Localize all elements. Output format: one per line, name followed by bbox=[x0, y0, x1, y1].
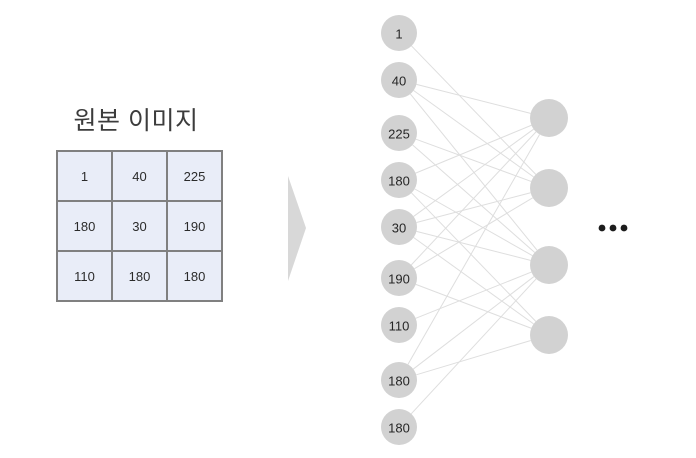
input-nodes-group: 1 40 225 180 30 190 110 180 180 bbox=[381, 15, 417, 445]
network-edge bbox=[410, 131, 537, 266]
pixel-cell: 30 bbox=[111, 200, 168, 252]
input-node-circle[interactable] bbox=[381, 362, 417, 398]
pixel-cell: 190 bbox=[166, 200, 223, 252]
network-edge bbox=[415, 138, 532, 182]
original-image-panel: 원본 이미지 1 40 225 180 30 190 110 180 180 bbox=[56, 104, 223, 302]
input-node-4[interactable]: 30 bbox=[381, 209, 417, 245]
network-edge bbox=[416, 230, 531, 261]
pixel-cell: 225 bbox=[166, 150, 223, 202]
pixel-cell: 180 bbox=[111, 250, 168, 302]
network-edge bbox=[416, 192, 531, 223]
pixel-cell: 110 bbox=[56, 250, 113, 302]
input-node-circle[interactable] bbox=[381, 260, 417, 296]
input-node-8[interactable]: 180 bbox=[381, 409, 417, 445]
pixel-cell: 180 bbox=[56, 200, 113, 252]
table-row: 1 40 225 bbox=[56, 150, 223, 202]
input-node-label: 40 bbox=[392, 74, 406, 89]
network-edge bbox=[411, 45, 537, 175]
input-node-circle[interactable] bbox=[381, 15, 417, 51]
hidden-node-0[interactable] bbox=[530, 99, 568, 137]
pixel-cell: 40 bbox=[111, 150, 168, 202]
input-node-0[interactable]: 1 bbox=[381, 15, 417, 51]
pixel-cell: 1 bbox=[56, 150, 113, 202]
hidden-node-3[interactable] bbox=[530, 316, 568, 354]
input-node-label: 180 bbox=[388, 374, 410, 389]
input-node-3[interactable]: 180 bbox=[381, 162, 417, 198]
input-node-5[interactable]: 190 bbox=[381, 260, 417, 296]
hidden-nodes-group bbox=[530, 99, 568, 354]
network-edge bbox=[413, 128, 534, 217]
edges-group bbox=[407, 45, 540, 415]
pixel-cell: 180 bbox=[166, 250, 223, 302]
hidden-node-circle[interactable] bbox=[530, 99, 568, 137]
input-node-label: 190 bbox=[388, 272, 410, 287]
input-node-6[interactable]: 110 bbox=[381, 307, 417, 343]
input-node-label: 225 bbox=[388, 127, 410, 142]
hidden-node-2[interactable] bbox=[530, 246, 568, 284]
more-layers-ellipsis-icon bbox=[598, 224, 628, 232]
table-row: 110 180 180 bbox=[56, 250, 223, 302]
network-edge bbox=[411, 192, 537, 322]
network-edge bbox=[407, 134, 540, 365]
hidden-node-1[interactable] bbox=[530, 169, 568, 207]
input-node-7[interactable]: 180 bbox=[381, 362, 417, 398]
table-row: 180 30 190 bbox=[56, 200, 223, 252]
hidden-node-circle[interactable] bbox=[530, 169, 568, 207]
input-node-circle[interactable] bbox=[381, 409, 417, 445]
network-edge bbox=[412, 276, 535, 370]
network-edge bbox=[416, 83, 531, 114]
input-node-circle[interactable] bbox=[381, 209, 417, 245]
network-edge bbox=[415, 283, 532, 329]
input-node-circle[interactable] bbox=[381, 62, 417, 98]
network-edge bbox=[413, 90, 534, 178]
input-node-2[interactable]: 225 bbox=[381, 115, 417, 151]
input-node-label: 30 bbox=[392, 221, 406, 236]
network-edge bbox=[414, 197, 533, 270]
network-edge bbox=[413, 237, 534, 325]
input-node-label: 1 bbox=[395, 27, 402, 42]
input-node-label: 110 bbox=[389, 319, 410, 334]
hidden-node-circle[interactable] bbox=[530, 246, 568, 284]
pixel-grid: 1 40 225 180 30 190 110 180 180 bbox=[56, 150, 223, 302]
flow-arrow-icon bbox=[288, 176, 306, 281]
network-edge bbox=[415, 124, 532, 174]
input-node-1[interactable]: 40 bbox=[381, 62, 417, 98]
network-edge bbox=[414, 188, 533, 257]
page-title: 원본 이미지 bbox=[73, 107, 199, 135]
network-edge bbox=[410, 278, 537, 415]
network-edge bbox=[416, 339, 531, 376]
input-node-circle[interactable] bbox=[381, 115, 417, 151]
input-node-circle[interactable] bbox=[381, 307, 417, 343]
input-node-label: 180 bbox=[388, 421, 410, 436]
network-edge bbox=[415, 271, 532, 319]
hidden-node-circle[interactable] bbox=[530, 316, 568, 354]
input-node-circle[interactable] bbox=[381, 162, 417, 198]
input-node-label: 180 bbox=[388, 174, 410, 189]
